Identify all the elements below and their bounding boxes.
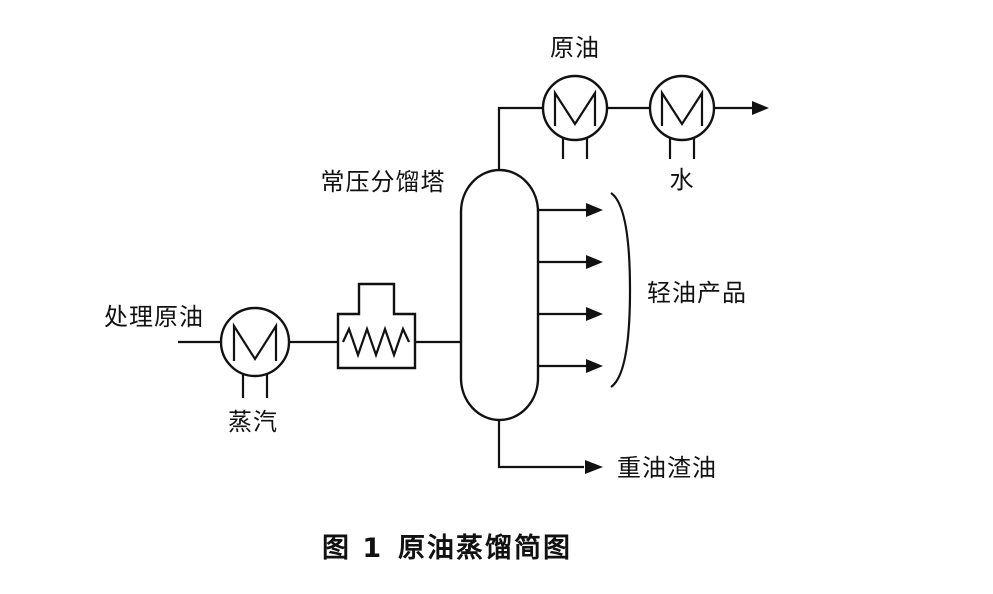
- heat-exchanger-2-shell: [648, 74, 716, 142]
- light-products-label: 轻油产品: [647, 279, 747, 307]
- overhead-pipe: [497, 106, 543, 170]
- steam-label: 蒸汽: [228, 408, 278, 436]
- crude-oil-label: 原油: [550, 34, 600, 62]
- caption-title: 原油蒸馏简图: [398, 532, 572, 564]
- furnace-heating-coil: [342, 325, 410, 359]
- heat-exchanger-1-shell: [541, 74, 609, 142]
- bottoms-arrow-icon: [585, 460, 603, 474]
- feed-label: 处理原油: [104, 303, 204, 331]
- heat-exchanger-3-shell: [219, 306, 291, 378]
- column-label: 常压分馏塔: [321, 168, 446, 196]
- light-product-arrows: [538, 203, 603, 373]
- sidedraw-arrow-icon-3: [586, 307, 603, 321]
- heat-exchanger-1-coil: [553, 89, 597, 127]
- overhead-outlet-arrow-icon: [752, 101, 769, 115]
- heat-exchanger-icon-3: [219, 306, 291, 398]
- distillation-column: [459, 168, 540, 422]
- heat-exchanger-3-coil: [232, 322, 278, 362]
- furnace-icon: [336, 282, 417, 370]
- bottoms-pipe: [497, 420, 584, 469]
- sidedraw-arrow-icon-4: [586, 359, 603, 373]
- furnace-body: [336, 282, 417, 370]
- heat-exchanger-icon-1: [541, 74, 609, 159]
- brace-icon: [610, 192, 632, 388]
- residue-label: 重油渣油: [617, 454, 717, 482]
- sidedraw-arrow-icon-2: [586, 255, 603, 269]
- water-label: 水: [670, 166, 695, 194]
- sidedraw-arrow-icon-1: [586, 203, 603, 217]
- heat-exchanger-2-coil: [660, 89, 704, 127]
- heat-exchanger-icon-2: [648, 74, 716, 159]
- caption-number: 图 1: [322, 533, 383, 564]
